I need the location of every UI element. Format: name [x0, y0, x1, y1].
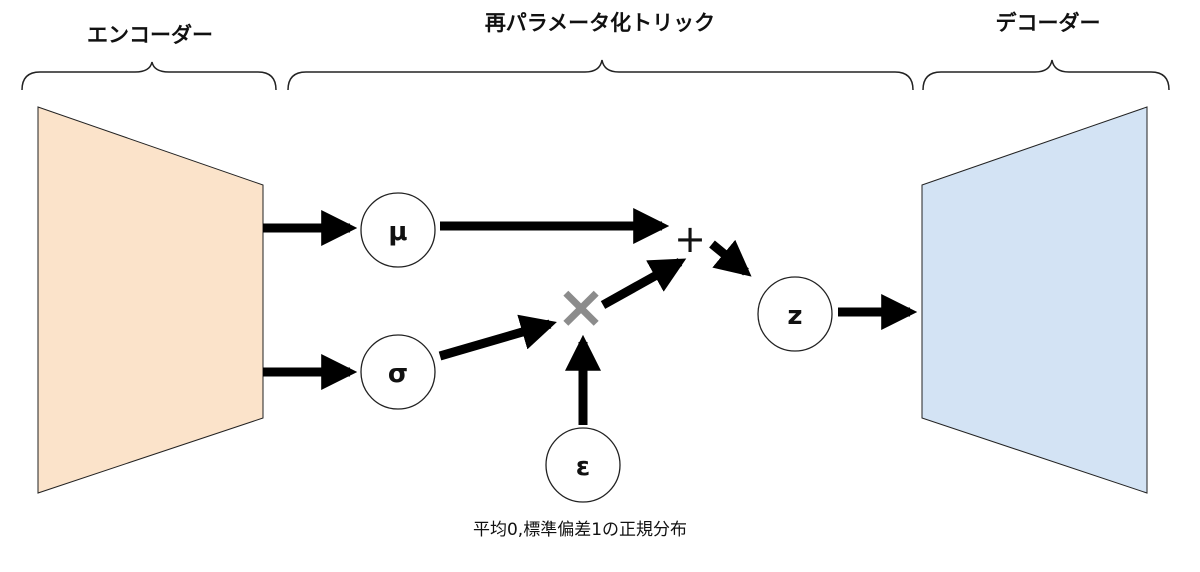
multiply-operator: × [556, 272, 606, 342]
encoder-block [37, 106, 264, 494]
epsilon-node [545, 427, 621, 503]
z-node [757, 276, 833, 352]
arrow-multiply-to-plus [600, 258, 687, 309]
sigma-label: σ [388, 359, 408, 389]
mu-label: μ [388, 217, 407, 247]
decoder-block [921, 106, 1148, 494]
encoder-brace [21, 61, 277, 91]
epsilon-label: ε [576, 452, 590, 482]
decoder-title: デコーダー [996, 11, 1101, 35]
mu-node [360, 192, 436, 268]
reparameterization-brace [287, 59, 914, 91]
encoder-title: エンコーダー [87, 23, 213, 47]
reparameterization-title: 再パラメータ化トリック [485, 11, 715, 35]
arrow-sigma-to-multiply [438, 314, 557, 361]
decoder-brace [922, 59, 1170, 91]
plus-operator: + [674, 217, 706, 261]
z-label: z [787, 301, 802, 331]
sigma-node [360, 334, 436, 410]
arrow-plus-to-z [709, 239, 752, 277]
epsilon-caption: 平均0,標準偏差1の正規分布 [473, 520, 687, 540]
